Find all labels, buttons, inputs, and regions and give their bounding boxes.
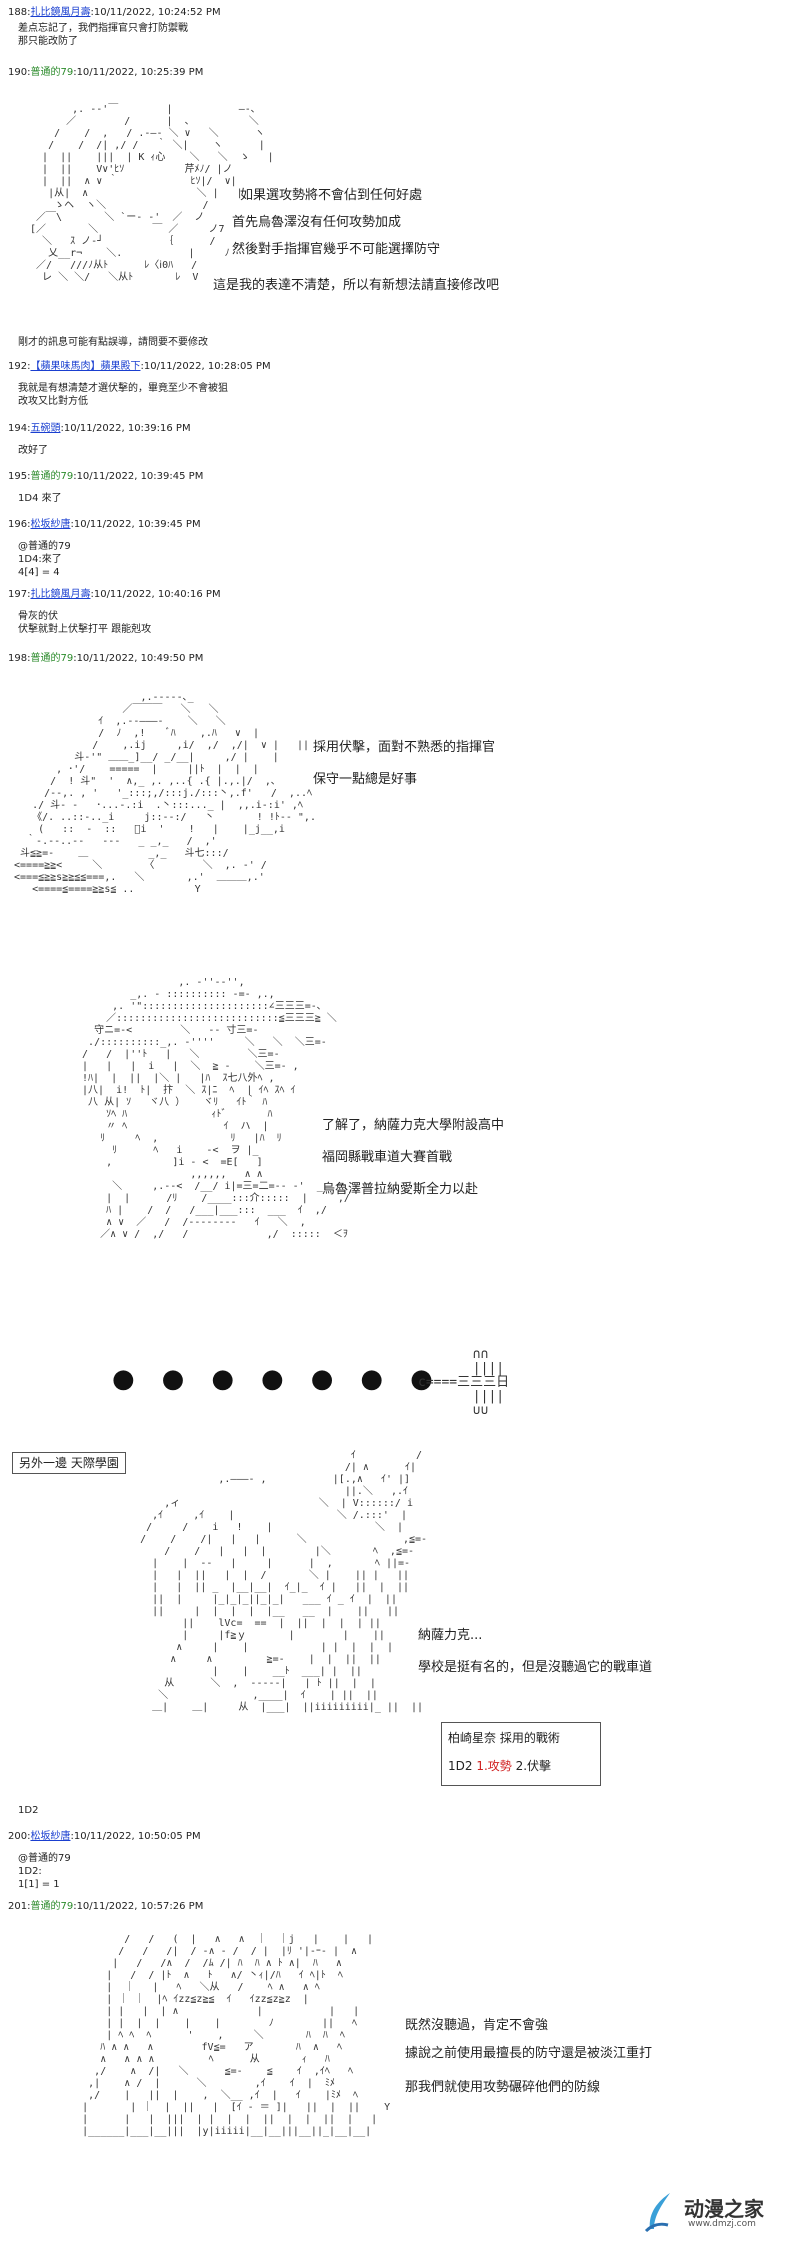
dialogue-line: 那我們就使用攻勢碾碎他們的防線 bbox=[405, 2080, 601, 2095]
dialogue-line: 了解了，納薩力克大學附設高中 bbox=[322, 1118, 505, 1133]
ascii-art-character: ｲ / /| ∧ ｲ| ,.―――- , |[.,∧ ｲ' |] ||.＼ ,.… bbox=[140, 1450, 428, 1713]
post-header: 201:普通的79:10/11/2022, 10:57:26 PM bbox=[8, 1901, 204, 1912]
poster-name-link[interactable]: 普通的79 bbox=[30, 67, 74, 78]
post-header: 194:五碗頭:10/11/2022, 10:39:16 PM bbox=[8, 423, 191, 434]
post-body: 1D2 bbox=[18, 1805, 39, 1816]
feather-logo-icon bbox=[644, 2193, 670, 2233]
dialogue-line: 採用伏擊，面對不熟悉的指揮官 bbox=[313, 740, 496, 755]
post-body: 差点忘記了，我們指揮官只會打防禦戰 那只能改防了 bbox=[18, 23, 188, 47]
poster-name-link[interactable]: 普通的79 bbox=[30, 653, 74, 664]
sword-icon: ∩∩ |||| c====三三三日 |||| ∪∪ bbox=[418, 1347, 510, 1418]
dialogue-line: 納薩力克... bbox=[418, 1628, 483, 1643]
poster-name-link[interactable]: 五碗頭 bbox=[30, 423, 61, 434]
poster-name-link[interactable]: 扎比鏡風月壽 bbox=[30, 589, 91, 600]
dialogue-line: 這是我的表達不清楚，所以有新想法請直接修改吧 bbox=[213, 278, 500, 293]
ascii-art-character: ,. -‐'￣ | ―-､ ／ / | 、 ＼ / / , / .-―‐ ＼ ∨… bbox=[30, 104, 274, 283]
post-body: @普通的79 1D4:來了 4[4] = 4 bbox=[18, 541, 71, 578]
site-watermark: 动漫之家 www.dmzj.com bbox=[640, 2191, 790, 2235]
post-body: 我就是有想清楚才選伏擊的，畢竟至少不會被狙 改攻又比對方低 bbox=[18, 383, 228, 407]
poster-name-link[interactable]: 【蘋果味馬肉】蘋果殿下 bbox=[30, 361, 141, 372]
ascii-art-character: ,.-‐‐‐-､_ ／￣￣￣ ＼ ＼ ｲ ,.--―――- ＼ ＼ / ﾉ ,!… bbox=[14, 692, 316, 895]
post-header: 198:普通的79:10/11/2022, 10:49:50 PM bbox=[8, 653, 204, 664]
ascii-art-character: ,. ‐''‐‐'', _,. ‐ :::::::::: ‐=‐ ,., ,. … bbox=[82, 977, 350, 1240]
dialogue-line: 如果選攻勢將不會佔到任何好處 bbox=[240, 188, 423, 203]
post-body: 骨灰的伏 伏擊就對上伏擊打平 跟能剋攻 bbox=[18, 611, 152, 635]
dialogue-line: 首先烏魯澤沒有任何攻勢加成 bbox=[232, 215, 402, 230]
post-body: @普通的79 1D2: 1[1] = 1 bbox=[18, 1853, 71, 1890]
post-body: 1D4 來了 bbox=[18, 493, 62, 504]
post-header: 188:扎比鏡風月壽:10/11/2022, 10:24:52 PM bbox=[8, 7, 221, 18]
tactic-choice-box: 柏崎星奈 採用的戰術 1D2 1.攻勢 2.伏擊 bbox=[441, 1722, 601, 1786]
dialogue-line: 學校是挺有名的，但是沒聽過它的戰車道 bbox=[418, 1660, 653, 1675]
poster-name-link[interactable]: 普通的79 bbox=[30, 471, 74, 482]
post-body: 改好了 bbox=[18, 445, 48, 456]
post-header: 196:松坂紗唐:10/11/2022, 10:39:45 PM bbox=[8, 519, 201, 530]
dialogue-line: 然後對手指揮官幾乎不可能選擇防守 bbox=[232, 242, 441, 257]
scene-title: 另外一邊 天際學園 bbox=[12, 1452, 126, 1474]
dialogue-line: 福岡縣戰車道大賽首戰 bbox=[322, 1150, 453, 1165]
poster-name-link[interactable]: 松坂紗唐 bbox=[30, 519, 71, 530]
poster-name-link[interactable]: 扎比鏡風月壽 bbox=[30, 7, 91, 18]
dialogue-line: 既然沒聽過，肯定不會強 bbox=[405, 2018, 549, 2033]
dialogue-line: 烏魯澤普拉納愛斯全力以赴 bbox=[322, 1182, 479, 1197]
dialogue-line: 保守一點總是好事 bbox=[313, 772, 418, 787]
post-header: 192:【蘋果味馬肉】蘋果殿下:10/11/2022, 10:28:05 PM bbox=[8, 361, 271, 372]
post-header: 190:普通的79:10/11/2022, 10:25:39 PM bbox=[8, 67, 204, 78]
ascii-art-character: / / ( | ∧ ∧ ｜ ｜j | | | / / /| / ‐∧ ‐ / /… bbox=[82, 1934, 391, 2137]
poster-name-link[interactable]: 松坂紗唐 bbox=[30, 1831, 71, 1842]
watermark-text: 动漫之家 bbox=[684, 2197, 764, 2221]
post-header: 195:普通的79:10/11/2022, 10:39:45 PM bbox=[8, 471, 204, 482]
post-body: 剛才的訊息可能有點誤導，請問要不要修改 bbox=[18, 337, 208, 348]
ellipsis-dots: ●●●●●●● bbox=[112, 1364, 460, 1394]
dialogue-line: 據說之前使用最擅長的防守還是被淡江重打 bbox=[405, 2046, 653, 2061]
poster-name-link[interactable]: 普通的79 bbox=[30, 1901, 74, 1912]
post-header: 197:扎比鏡風月壽:10/11/2022, 10:40:16 PM bbox=[8, 589, 221, 600]
post-header: 200:松坂紗唐:10/11/2022, 10:50:05 PM bbox=[8, 1831, 201, 1842]
watermark-url: www.dmzj.com bbox=[688, 2219, 756, 2229]
